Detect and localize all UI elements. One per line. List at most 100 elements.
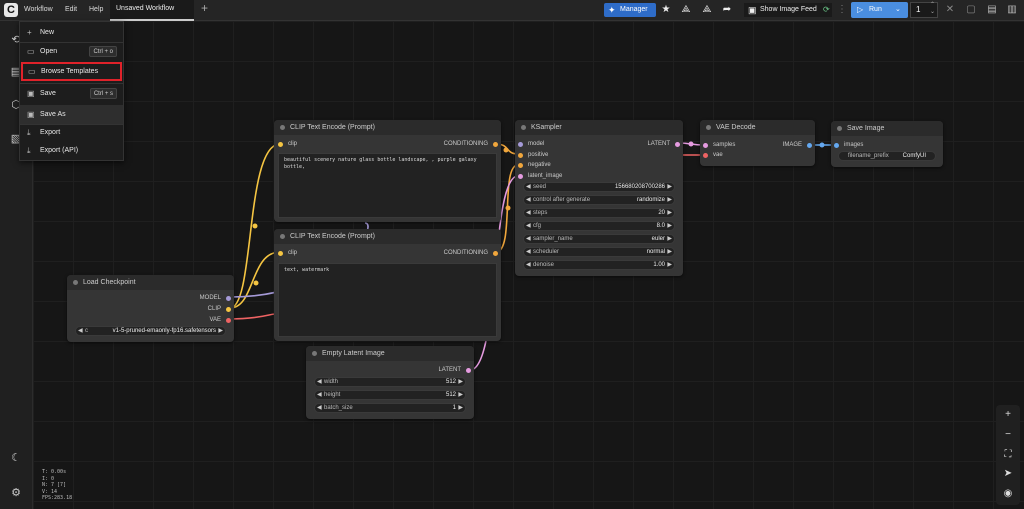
menu-help[interactable]: Help (89, 6, 104, 13)
arrow-right-icon[interactable]: ▶ (667, 210, 672, 216)
menu-item-browse-templates[interactable]: ▭Browse Templates (21, 62, 122, 81)
arrow-right-icon[interactable]: ▶ (218, 328, 223, 334)
arrow-left-icon[interactable]: ◀ (78, 328, 83, 334)
node-clip-text-encode-negative[interactable]: CLIP Text Encode (Prompt) clip CONDITION… (274, 229, 501, 341)
input-negative[interactable]: negative (518, 161, 551, 169)
prompt-text-area[interactable]: text, watermark (278, 263, 497, 337)
output-conditioning[interactable]: CONDITIONING (408, 140, 498, 148)
input-positive[interactable]: positive (518, 151, 548, 159)
node-vae-decode[interactable]: VAE Decode samples vae IMAGE (700, 120, 815, 166)
run-button[interactable]: ▷Run⌄ (851, 2, 908, 18)
arrow-left-icon[interactable]: ◀ (526, 197, 531, 203)
gear-icon[interactable]: ⚙ (11, 487, 21, 499)
arrow-left-icon[interactable]: ◀ (526, 249, 531, 255)
input-images[interactable]: images (834, 141, 863, 149)
close-icon[interactable]: ✕ (945, 4, 955, 15)
input-model[interactable]: model (518, 140, 544, 148)
collapse-dot-icon[interactable] (706, 125, 711, 130)
collapse-dot-icon[interactable] (73, 280, 78, 285)
manager-button[interactable]: ✦Manager (604, 3, 656, 17)
library-icon[interactable]: ▤ (10, 66, 22, 78)
menu-item-save-as[interactable]: ▣Save As (20, 105, 123, 124)
filename-prefix-widget[interactable]: filename_prefix ComfyUI (838, 151, 936, 161)
collapse-dot-icon[interactable] (312, 351, 317, 356)
output-conditioning[interactable]: CONDITIONING (408, 249, 498, 257)
input-clip[interactable]: clip (278, 249, 297, 257)
arrow-right-icon[interactable]: ▶ (667, 197, 672, 203)
arrow-left-icon[interactable]: ◀ (317, 379, 322, 385)
collapse-dot-icon[interactable] (521, 125, 526, 130)
panel-icon[interactable]: ▤ (987, 4, 997, 15)
menu-workflow[interactable]: Workflow (24, 6, 53, 13)
arrow-right-icon[interactable]: ▶ (667, 223, 672, 229)
chevron-down-icon[interactable]: ⌄ (895, 6, 901, 13)
node-save-image[interactable]: Save Image images filename_prefix ComfyU… (831, 121, 943, 167)
zoom-out-icon[interactable]: − (1005, 429, 1011, 440)
arrow-left-icon[interactable]: ◀ (526, 210, 531, 216)
input-clip[interactable]: clip (278, 140, 297, 148)
sketch-icon[interactable]: ⟁ (681, 4, 691, 15)
node-clip-text-encode-positive[interactable]: CLIP Text Encode (Prompt) clip CONDITION… (274, 120, 501, 222)
input-vae[interactable]: vae (703, 151, 723, 159)
prompt-text-area[interactable]: beautiful scenery nature glass bottle la… (278, 153, 497, 218)
pointer-icon[interactable]: ➤ (1003, 468, 1013, 479)
arrow-right-icon[interactable]: ▶ (667, 184, 672, 190)
output-clip[interactable]: CLIP (151, 305, 231, 313)
square-icon[interactable]: ▢ (966, 4, 976, 15)
image-icon[interactable]: ▧ (10, 133, 22, 145)
arrow-left-icon[interactable]: ◀ (526, 184, 531, 190)
sketch-alt-icon[interactable]: ⟁ (702, 4, 712, 15)
run-count-input[interactable]: 1⌃⌄ (910, 2, 938, 18)
output-latent[interactable]: LATENT (600, 140, 680, 148)
output-image[interactable]: IMAGE (752, 141, 812, 149)
share-icon[interactable]: ➦ (722, 4, 732, 15)
menu-edit[interactable]: Edit (65, 6, 78, 13)
arrow-right-icon[interactable]: ▶ (458, 405, 463, 411)
arrow-right-icon[interactable]: ▶ (458, 379, 463, 385)
collapse-dot-icon[interactable] (280, 125, 285, 130)
output-vae[interactable]: VAE (151, 316, 231, 324)
comfy-logo-icon[interactable]: C (4, 3, 18, 17)
stepper-icon[interactable]: ⌃⌄ (929, 2, 935, 15)
menu-item-export-api[interactable]: ⤓Export (API) (20, 141, 123, 160)
cube-icon[interactable]: ⬡ (11, 99, 21, 111)
collapse-dot-icon[interactable] (837, 126, 842, 131)
arrow-right-icon[interactable]: ▶ (667, 262, 672, 268)
eye-icon[interactable]: ◉ (1003, 488, 1013, 499)
arrow-left-icon[interactable]: ◀ (317, 405, 322, 411)
output-model[interactable]: MODEL (151, 294, 231, 302)
moon-icon[interactable]: ☾ (11, 452, 21, 464)
star-icon[interactable]: ★ (661, 4, 671, 15)
layout-icon[interactable]: ▥ (1007, 4, 1017, 15)
input-samples[interactable]: samples (703, 141, 735, 149)
arrow-right-icon[interactable]: ▶ (667, 249, 672, 255)
arrow-left-icon[interactable]: ◀ (526, 236, 531, 242)
workflow-tab[interactable]: Unsaved Workflow (110, 0, 194, 21)
fit-view-icon[interactable]: ⛶ (1004, 449, 1012, 460)
input-latent-image[interactable]: latent_image (518, 172, 562, 180)
arrow-left-icon[interactable]: ◀ (526, 262, 531, 268)
arrow-right-icon[interactable]: ▶ (458, 392, 463, 398)
node-ksampler[interactable]: KSampler model positive negative latent_… (515, 120, 683, 276)
output-latent[interactable]: LATENT (391, 366, 471, 374)
history-icon[interactable]: ⟲ (11, 34, 21, 46)
zoom-in-icon[interactable]: + (1005, 409, 1011, 420)
collapse-dot-icon[interactable] (280, 234, 285, 239)
add-tab-button[interactable]: + (201, 1, 209, 15)
ckpt-name-widget[interactable]: ◀ c v1-5-pruned-emaonly-fp16.safetensors… (75, 326, 226, 336)
show-image-feed-button[interactable]: ▣Show Image Feed⟳ (744, 3, 832, 17)
node-load-checkpoint[interactable]: Load Checkpoint MODEL CLIP VAE ◀ c v1-5-… (67, 275, 234, 342)
